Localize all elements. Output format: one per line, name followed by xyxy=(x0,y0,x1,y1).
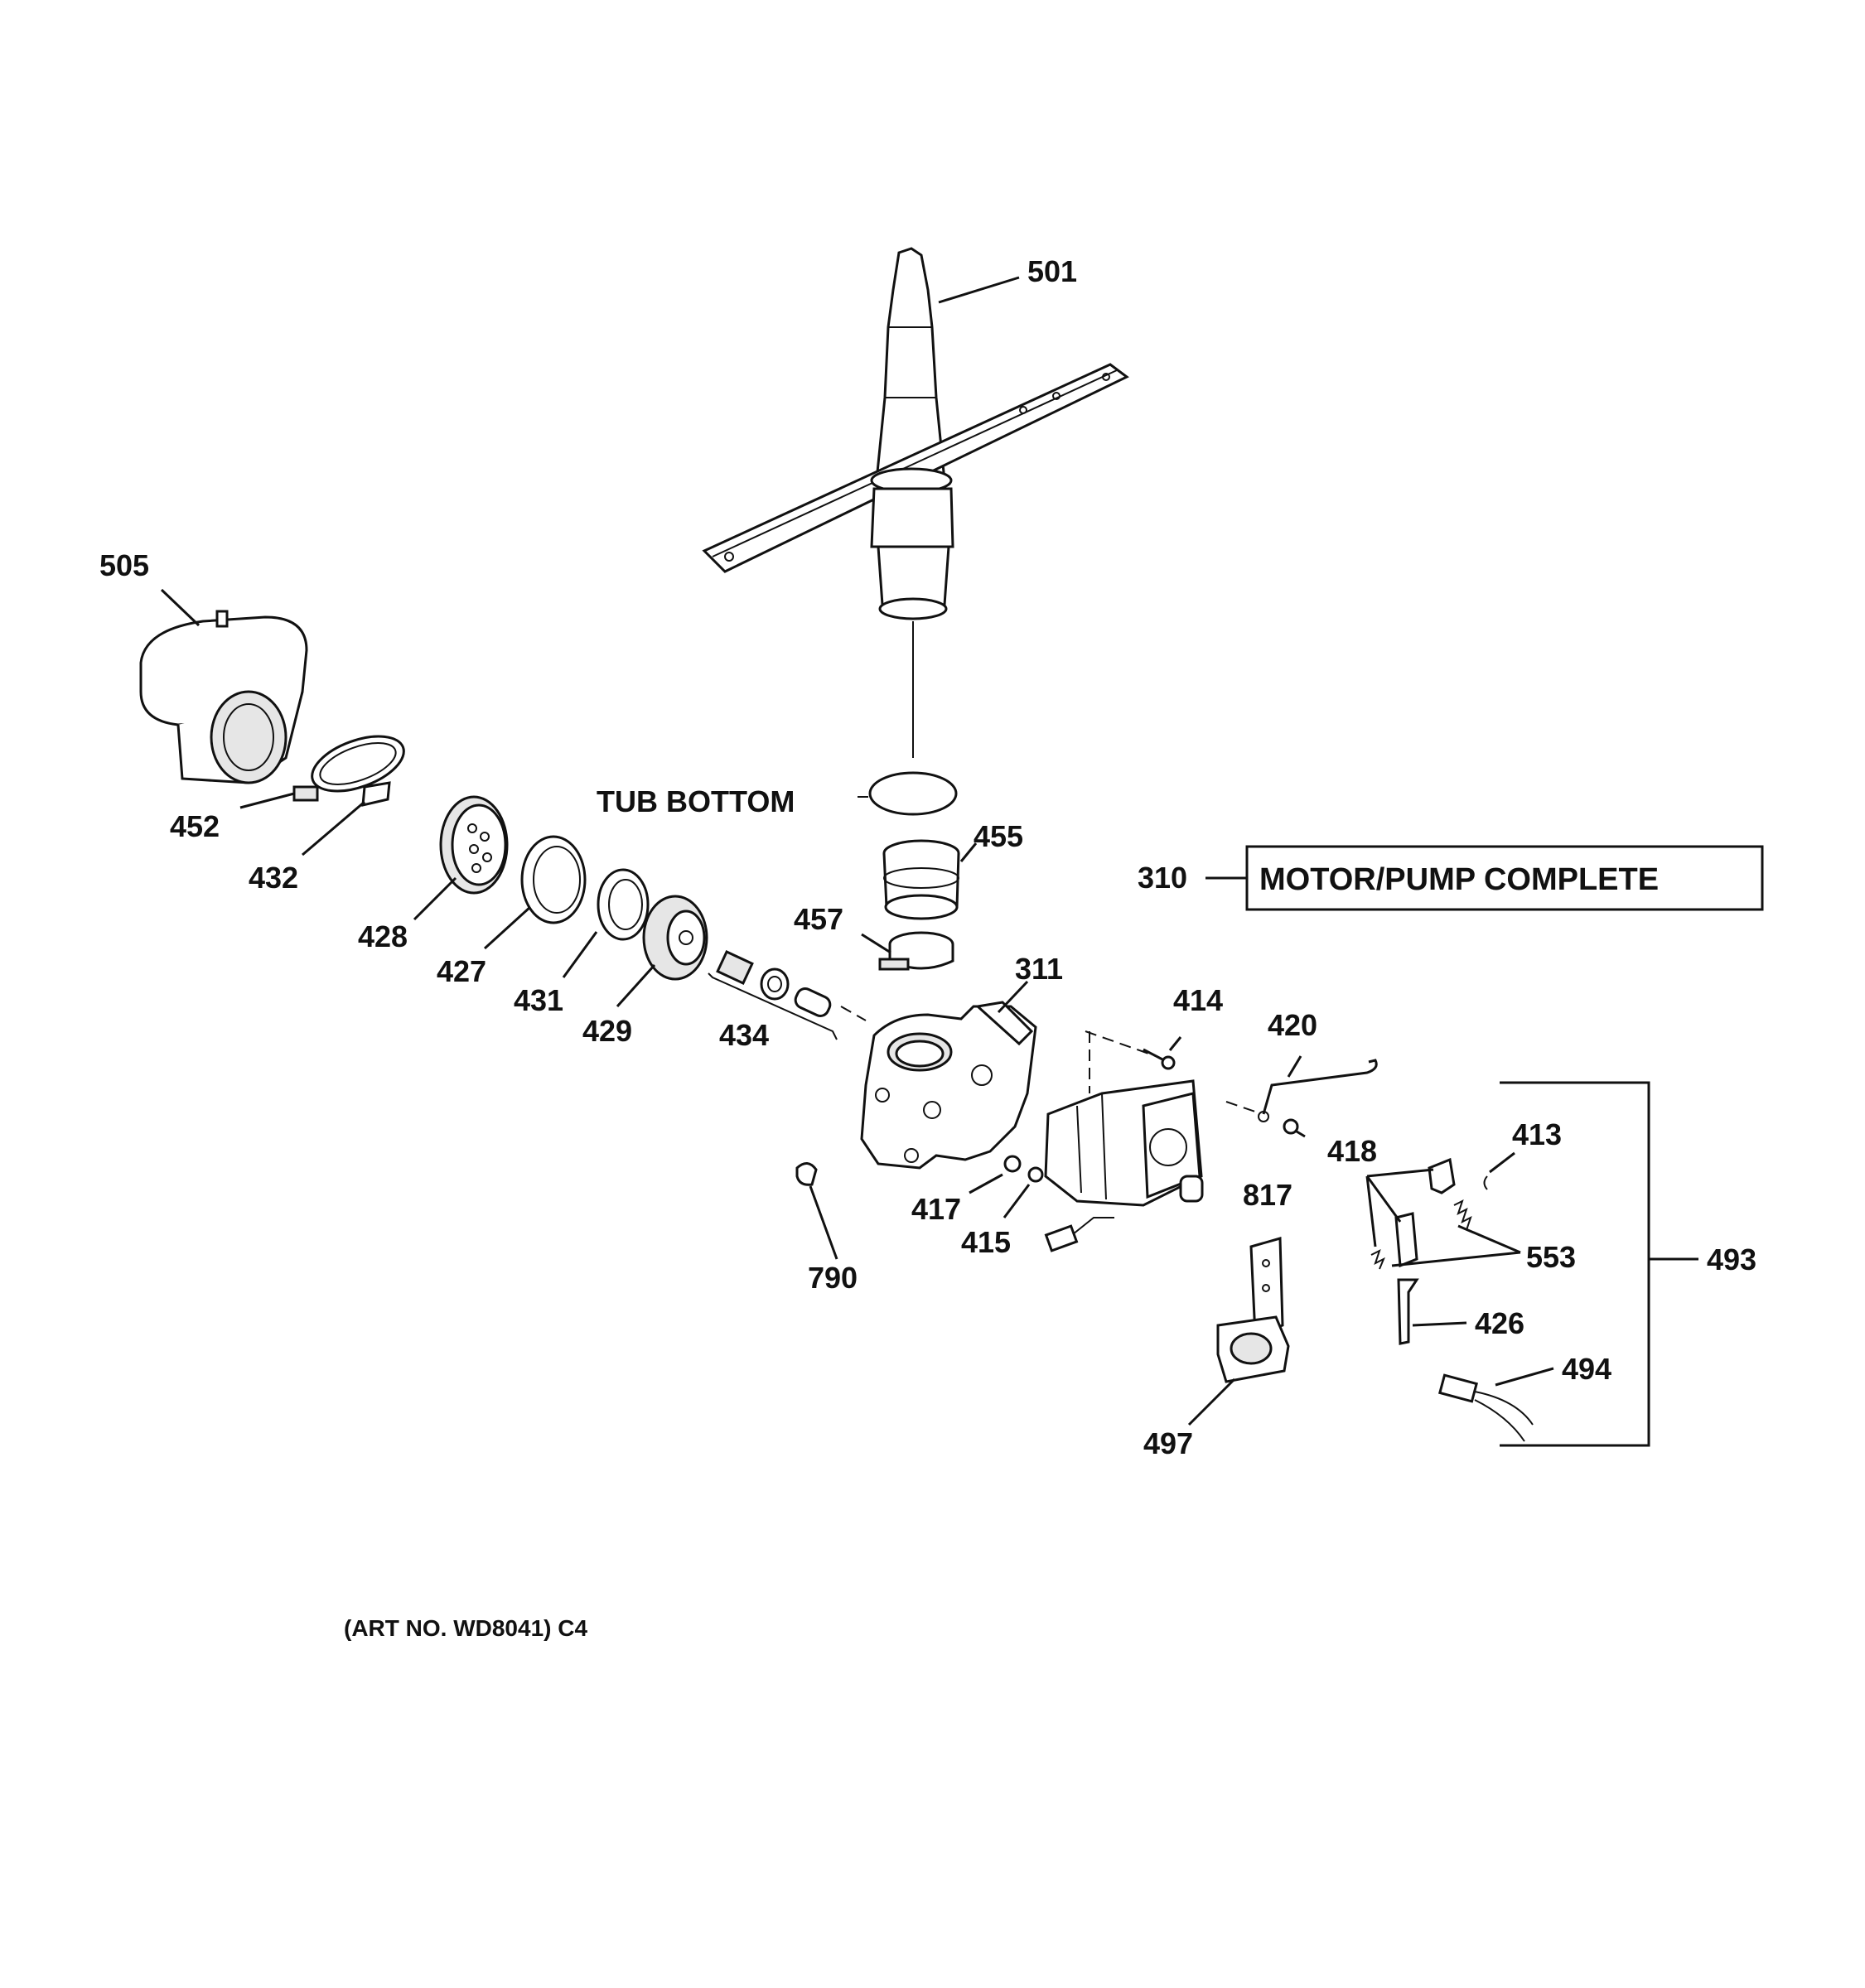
label-418: 418 xyxy=(1327,1134,1377,1168)
part-431 xyxy=(597,868,650,941)
label-493: 493 xyxy=(1707,1242,1756,1276)
label-415: 415 xyxy=(961,1225,1011,1259)
label-417: 417 xyxy=(911,1192,961,1226)
label-817: 817 xyxy=(1243,1178,1292,1212)
label-790: 790 xyxy=(808,1261,858,1295)
label-553: 553 xyxy=(1526,1240,1576,1274)
part-455-seal xyxy=(882,839,960,920)
part-494-connector xyxy=(1437,1373,1534,1442)
label-311: 311 xyxy=(1015,952,1063,986)
label-427: 427 xyxy=(437,954,486,988)
label-501: 501 xyxy=(1027,254,1077,288)
motor-pump-box-label: MOTOR/PUMP COMPLETE xyxy=(1259,862,1659,897)
label-432: 432 xyxy=(249,861,298,895)
part-427 xyxy=(520,835,587,924)
part-417-415 xyxy=(1003,1155,1044,1183)
tub-bottom-seal xyxy=(868,771,958,816)
label-413: 413 xyxy=(1512,1117,1562,1151)
part-497-solenoid xyxy=(1216,1237,1290,1383)
label-426: 426 xyxy=(1475,1306,1524,1340)
part-429-impeller xyxy=(642,895,708,981)
part-501-spray-arm xyxy=(702,247,1129,620)
part-428 xyxy=(439,795,509,895)
label-431: 431 xyxy=(514,983,563,1017)
bracket-493 xyxy=(1500,1081,1698,1447)
label-420: 420 xyxy=(1268,1008,1317,1042)
label-428: 428 xyxy=(358,919,408,953)
part-817-screw xyxy=(1283,1118,1306,1138)
part-452-clamp xyxy=(292,735,405,807)
label-tub-bottom: TUB BOTTOM xyxy=(597,784,795,818)
label-497: 497 xyxy=(1143,1426,1193,1460)
part-505-sump xyxy=(139,610,308,784)
label-505: 505 xyxy=(99,548,149,582)
art-number: (ART NO. WD8041) C4 xyxy=(344,1615,587,1641)
label-452: 452 xyxy=(170,809,220,843)
label-310: 310 xyxy=(1138,861,1187,895)
part-414-screw xyxy=(1143,1048,1176,1070)
part-457-clamp xyxy=(878,931,954,971)
label-457: 457 xyxy=(794,902,843,936)
part-790-clip xyxy=(795,1162,818,1186)
part-434-group xyxy=(708,950,838,1040)
part-420-rod xyxy=(1258,1059,1378,1122)
part-310-motor xyxy=(1044,1079,1204,1252)
label-434: 434 xyxy=(719,1018,769,1052)
label-414: 414 xyxy=(1173,983,1223,1017)
part-311-pump-housing xyxy=(860,1001,1037,1170)
label-429: 429 xyxy=(582,1014,632,1048)
label-455: 455 xyxy=(974,819,1023,853)
label-494: 494 xyxy=(1562,1352,1611,1386)
part-418-413-553 xyxy=(1370,1157,1488,1270)
part-426-pin xyxy=(1397,1278,1419,1345)
